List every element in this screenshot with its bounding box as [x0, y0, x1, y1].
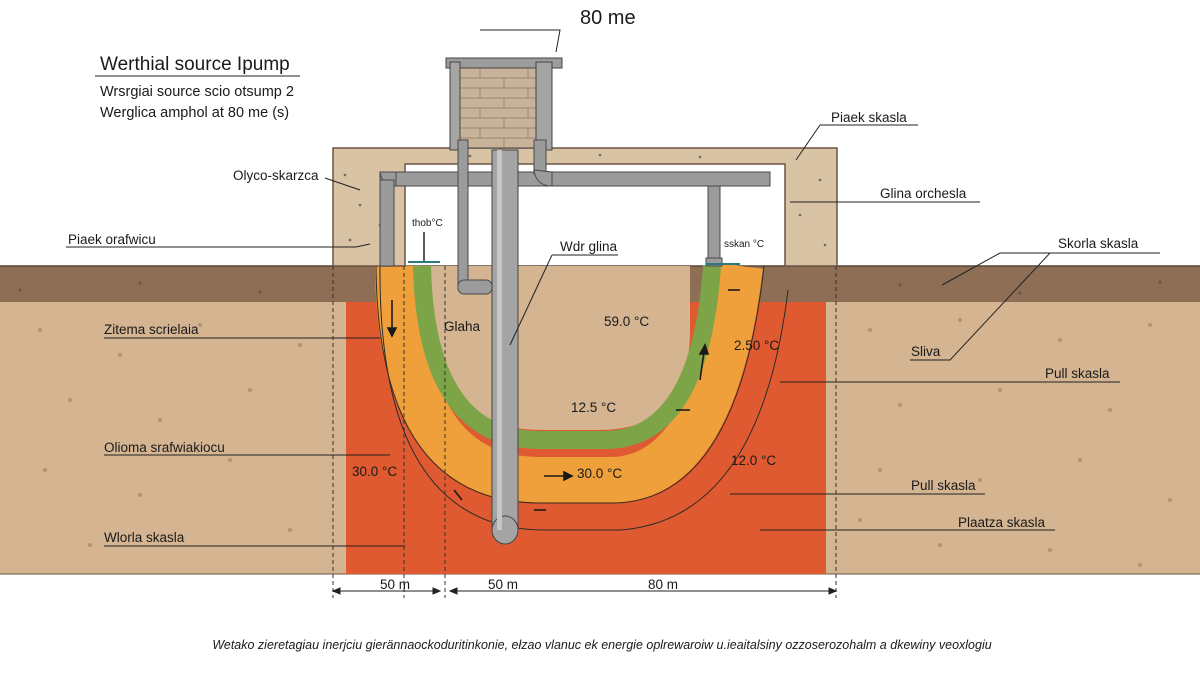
label-olioma-srafwiakiocu: Olioma srafwiakiocu	[104, 440, 225, 455]
label-wdr-glina: Wdr glina	[560, 239, 618, 254]
borehole-pipe	[491, 149, 519, 531]
caption: Wetako zieretagiau inerjciu gierännaocko…	[212, 638, 991, 652]
leader-lines	[66, 29, 1160, 547]
dimension-left: 50 m	[380, 577, 410, 592]
dimension-middle: 50 m	[488, 577, 518, 592]
temp-right-gauge: sskan °C	[724, 239, 764, 250]
label-olyco-skarzca: Olyco-skarzca	[233, 168, 319, 183]
concrete-speckles	[343, 153, 827, 247]
well-head-left-post	[449, 61, 461, 151]
band-edge-line	[375, 265, 765, 504]
borehole-pipe-tip	[491, 515, 519, 545]
temp-300-left: 30.0 °C	[352, 464, 397, 479]
label-glaha: Glaha	[444, 319, 481, 334]
flow-arrows	[386, 289, 740, 511]
temp-59: 59.0 °C	[604, 314, 649, 329]
orange-loop-band	[375, 263, 763, 503]
temp-250: 2.50 °C	[734, 338, 779, 353]
subtitle-line-2: Werglica amphol at 80 me (s)	[100, 105, 289, 121]
pipe-network	[379, 139, 771, 295]
label-zitema-scrielaia: Zitema scrielaia	[104, 322, 199, 337]
green-loop-band	[413, 265, 721, 449]
label-glina-orchesla: Glina orchesla	[880, 186, 967, 201]
temp-1200: 12.0 °C	[731, 453, 776, 468]
temp-125: 12.5 °C	[571, 400, 616, 415]
label-pull-skasla-lower: Pull skasla	[911, 478, 976, 493]
top-depth-label: 80 me	[580, 7, 636, 29]
label-skorla-skasla: Skorla skasla	[1058, 236, 1139, 251]
dimension-right: 80 m	[648, 577, 678, 592]
subtitle-line-1: Wrsrgiai source scio otsump 2	[100, 84, 294, 100]
label-wlorla-skasla: Wlorla skasla	[104, 530, 185, 545]
diagram-title: Werthial source Ipump	[100, 54, 290, 75]
label-piaek-orafwicu: Piaek orafwicu	[68, 232, 156, 247]
well-head-right-post	[535, 61, 553, 151]
soil-speckles	[18, 280, 1172, 567]
label-plaatza-skasla: Plaatza skasla	[958, 515, 1046, 530]
label-piaek-skasla: Piaek skasla	[831, 110, 907, 125]
temp-left-gauge: thob°C	[412, 218, 443, 229]
borehole-pipe-highlight	[497, 150, 502, 530]
dimension-lines	[331, 587, 838, 595]
outer-loop-line	[379, 265, 789, 531]
temp-300-mid: 30.0 °C	[577, 466, 622, 481]
label-sliva: Sliva	[911, 344, 941, 359]
label-pull-skasla-upper: Pull skasla	[1045, 366, 1110, 381]
